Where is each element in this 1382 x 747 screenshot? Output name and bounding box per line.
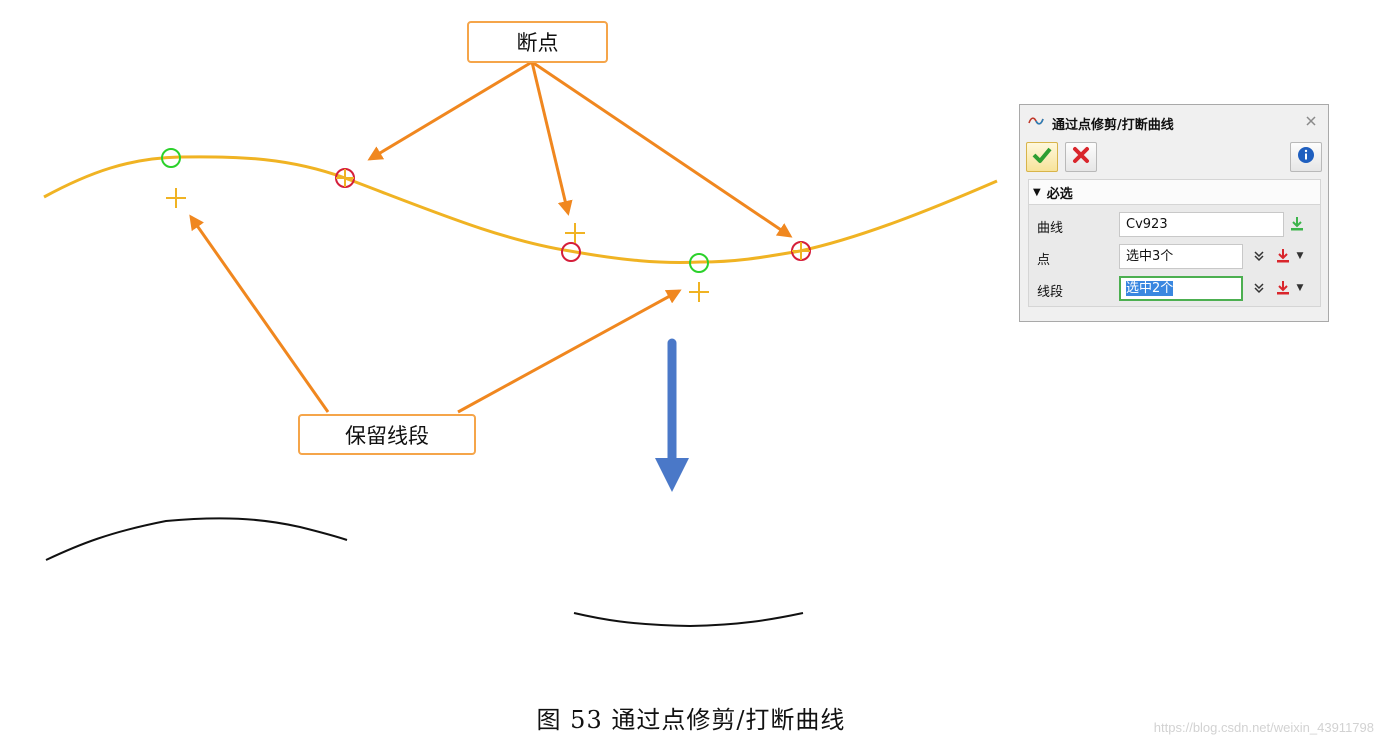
checkmark-icon <box>1032 146 1052 168</box>
keep-segments-callout: 保留线段 <box>298 414 476 455</box>
plus-marker <box>166 188 186 208</box>
pointer-arrow <box>531 60 793 238</box>
section-title: 必选 <box>1046 186 1073 202</box>
expand-double-chevron-icon[interactable] <box>1250 279 1268 297</box>
info-button[interactable] <box>1290 142 1322 172</box>
cancel-button[interactable] <box>1065 142 1097 172</box>
required-section-header[interactable]: ▼ 必选 <box>1028 179 1321 205</box>
keep-segment-marker <box>689 253 709 273</box>
curve-label: 曲线 <box>1037 221 1064 236</box>
cross-icon <box>1072 146 1090 168</box>
keep-segments-label: 保留线段 <box>345 423 429 448</box>
pointer-arrow <box>530 61 573 216</box>
wave-curve-icon <box>1028 115 1044 131</box>
ok-button[interactable] <box>1026 142 1058 172</box>
curve-row: 曲线 Cv923 <box>1029 211 1320 239</box>
break-point-marker <box>335 168 355 188</box>
keep-segment-marker <box>161 148 181 168</box>
source-curve <box>43 155 998 265</box>
plus-marker <box>565 223 585 243</box>
collapse-triangle-icon: ▼ <box>1033 186 1041 198</box>
pick-arrow-red-icon[interactable] <box>1274 247 1292 265</box>
segment-field[interactable]: 选中2个 <box>1119 276 1243 301</box>
break-points-callout: 断点 <box>467 21 608 63</box>
info-icon <box>1297 146 1315 168</box>
curve-field[interactable]: Cv923 <box>1119 212 1284 237</box>
dialog-title-bar: 通过点修剪/打断曲线 <box>1028 113 1174 133</box>
pointer-arrow <box>189 214 330 413</box>
dialog-title: 通过点修剪/打断曲线 <box>1052 117 1174 133</box>
required-section-body: 曲线 Cv923 点 选中3个 ▼ 线段 选中2个 <box>1028 205 1321 307</box>
expand-double-chevron-icon[interactable] <box>1250 247 1268 265</box>
segment-field-value: 选中2个 <box>1126 281 1174 296</box>
break-point-marker <box>791 241 811 261</box>
pick-arrow-green-icon[interactable] <box>1288 215 1306 233</box>
dropdown-caret-icon[interactable]: ▼ <box>1296 283 1304 293</box>
point-row: 点 选中3个 ▼ <box>1029 243 1320 271</box>
result-segment <box>45 517 348 561</box>
segment-label: 线段 <box>1037 285 1064 300</box>
point-label: 点 <box>1037 253 1051 268</box>
watermark: https://blog.csdn.net/weixin_43911798 <box>1153 720 1374 735</box>
trim-curve-dialog: 通过点修剪/打断曲线 ▼ 必选 曲线 Cv923 点 <box>1019 104 1329 322</box>
break-point-marker <box>561 242 581 262</box>
figure-caption: 图 53 通过点修剪/打断曲线 <box>536 706 846 734</box>
dropdown-caret-icon[interactable]: ▼ <box>1296 251 1304 261</box>
result-segment <box>573 612 804 628</box>
result-down-arrow <box>655 338 689 492</box>
close-icon[interactable] <box>1304 115 1318 129</box>
pick-arrow-red-icon[interactable] <box>1274 279 1292 297</box>
segment-row: 线段 选中2个 ▼ <box>1029 275 1320 303</box>
break-points-label: 断点 <box>516 31 559 55</box>
pointer-arrow <box>457 289 682 414</box>
pointer-arrow <box>367 60 533 161</box>
plus-marker <box>689 282 709 302</box>
point-field[interactable]: 选中3个 <box>1119 244 1243 269</box>
